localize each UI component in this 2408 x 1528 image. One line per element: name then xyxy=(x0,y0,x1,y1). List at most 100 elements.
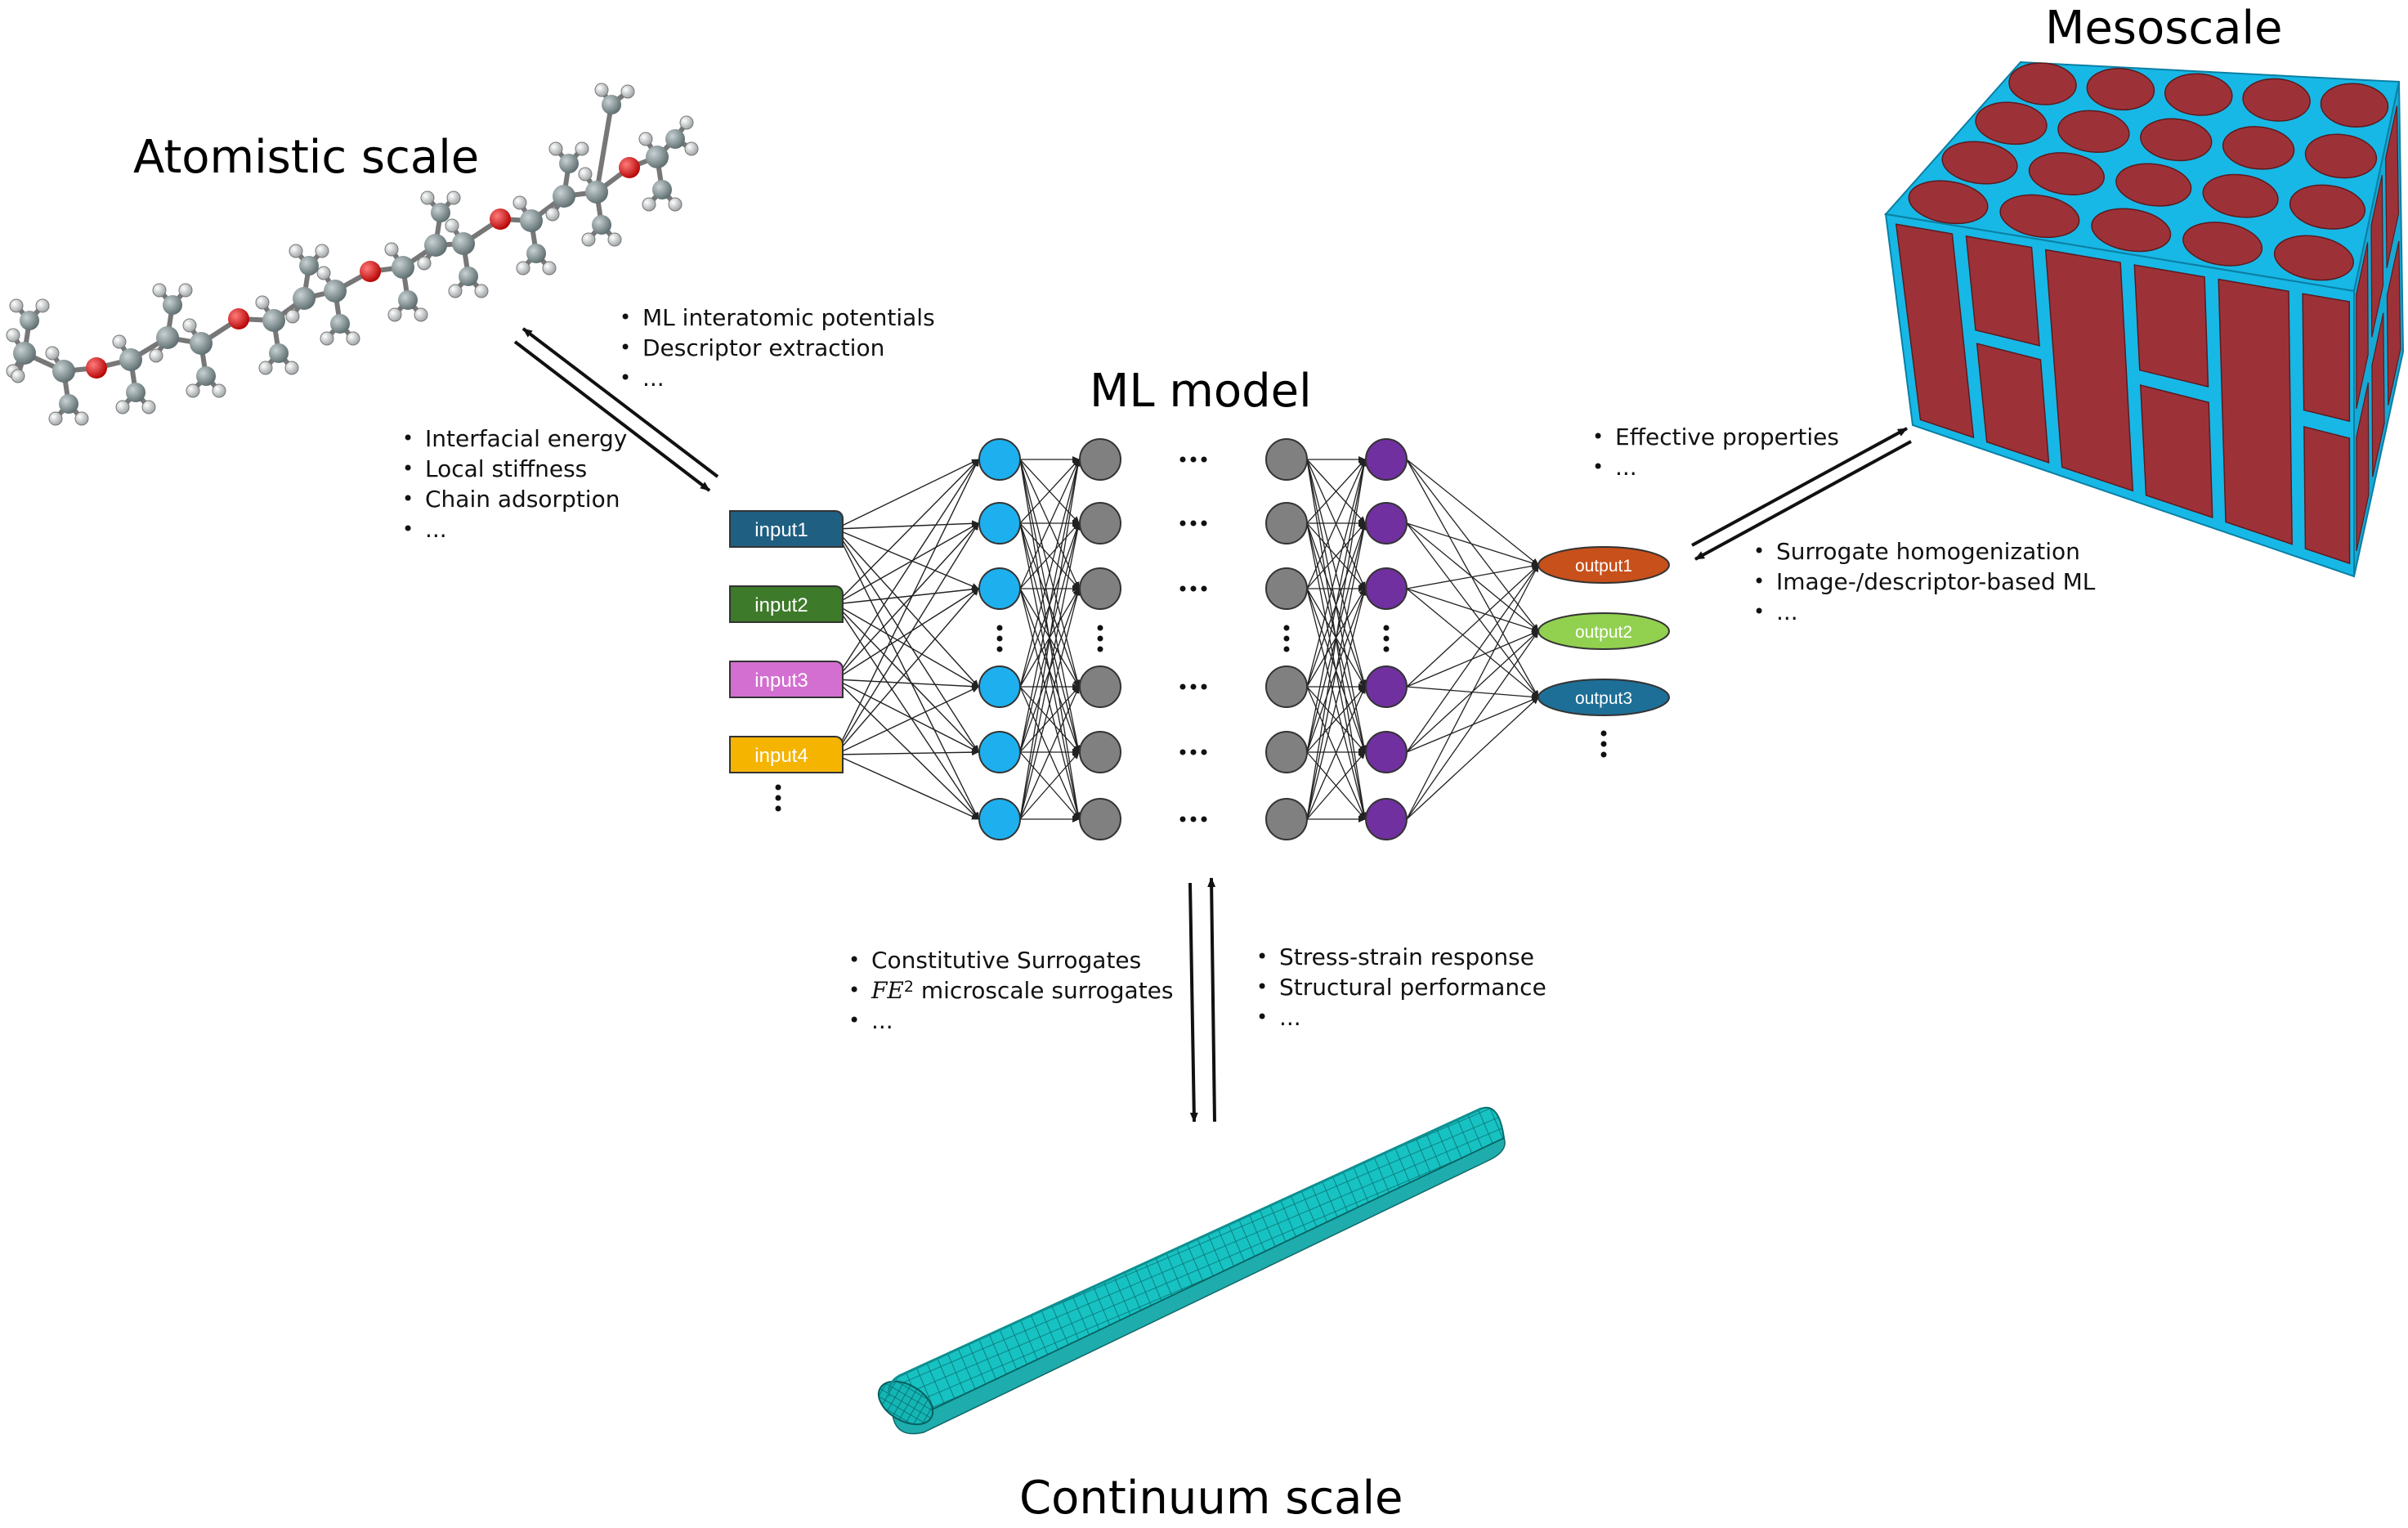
connection-edge xyxy=(835,459,979,530)
connection-edge xyxy=(1406,564,1539,688)
connection-edge xyxy=(835,459,979,755)
ml-to-continuum-list: Constitutive Surrogates FE2 microscale s… xyxy=(848,945,1174,1036)
neuron-node xyxy=(1265,502,1308,544)
neuron-node xyxy=(1365,798,1408,840)
ml-continuum-arrows xyxy=(1188,877,1216,1122)
neuron-node xyxy=(978,798,1021,840)
neuron-node xyxy=(1365,665,1408,708)
output1-label: output1 xyxy=(1575,557,1632,576)
list-item: Structural performance xyxy=(1256,972,1546,1002)
list-item: ... xyxy=(1592,452,1839,482)
neuron-node xyxy=(1265,798,1308,840)
connection-edge xyxy=(835,754,979,820)
ml-model-title: ML model xyxy=(1090,365,1312,418)
output3-label: output3 xyxy=(1575,689,1632,708)
ml-to-atomistic-list: ML interatomic potentials Descriptor ext… xyxy=(620,302,935,393)
connection-edge xyxy=(1306,588,1367,820)
mesoscale-cube-image xyxy=(1884,60,2405,578)
connection-edge xyxy=(1406,564,1539,753)
input4-box: input4 xyxy=(729,736,844,773)
fe-superscript: 2 xyxy=(903,978,914,996)
neuron-node xyxy=(1079,567,1121,610)
ml-to-meso-list: Surrogate homogenization Image-/descript… xyxy=(1753,536,2095,627)
neuron-node xyxy=(978,567,1021,610)
list-item: ML interatomic potentials xyxy=(620,302,935,333)
connection-edge xyxy=(835,588,979,680)
connection-edge xyxy=(1019,459,1080,524)
molecule-chain-image xyxy=(6,83,699,426)
input4-label: input4 xyxy=(754,745,808,767)
neuron-node xyxy=(1265,438,1308,481)
neuron-node xyxy=(978,731,1021,773)
neuron-node xyxy=(1365,502,1408,544)
connection-edge xyxy=(1406,588,1539,633)
meso-to-ml-list: Effective properties ... xyxy=(1592,422,1839,482)
output2-node xyxy=(1537,612,1670,650)
connection-edge xyxy=(1406,562,1539,589)
list-item: Stress-strain response xyxy=(1256,942,1546,972)
layer-vertical-ellipsis xyxy=(1383,625,1390,652)
connection-edge xyxy=(835,603,979,753)
connection-edge xyxy=(1306,459,1367,820)
continuum-to-ml-list: Stress-strain response Structural perfor… xyxy=(1256,942,1546,1033)
horizontal-ellipsis xyxy=(1179,683,1207,690)
output-nodes: output1 output2 output3 xyxy=(1537,546,1670,758)
horizontal-ellipsis xyxy=(1179,520,1207,527)
connection-edge xyxy=(1306,686,1366,753)
list-item: ... xyxy=(1753,597,2095,627)
input3-label: input3 xyxy=(754,670,808,692)
list-item: ... xyxy=(620,363,935,393)
connection-edge xyxy=(835,522,979,680)
neuron-node xyxy=(978,665,1021,708)
input2-label: input2 xyxy=(754,594,808,616)
connection-edge xyxy=(1406,588,1539,698)
connection-edge xyxy=(1306,459,1366,524)
connection-edge xyxy=(1306,459,1367,753)
neuron-node xyxy=(1079,438,1121,481)
connection-edge xyxy=(1306,459,1367,688)
fe-text: microscale surrogates xyxy=(913,977,1174,1004)
connection-edge xyxy=(1019,522,1080,589)
connection-edge xyxy=(835,528,979,820)
horizontal-ellipsis xyxy=(1179,749,1207,755)
layer-vertical-ellipsis xyxy=(1097,625,1103,652)
input2-box: input2 xyxy=(729,585,844,623)
list-item: ... xyxy=(1256,1002,1546,1033)
list-item: Constitutive Surrogates xyxy=(848,945,1174,975)
atomistic-ml-arrows xyxy=(513,327,719,492)
neuron-node xyxy=(1365,731,1408,773)
connection-edge xyxy=(835,522,979,755)
connection-edge xyxy=(835,603,979,688)
connection-edge xyxy=(1306,751,1366,820)
connection-edge xyxy=(835,522,979,605)
output-vertical-ellipsis xyxy=(1600,730,1607,758)
network-nodes xyxy=(978,438,1408,840)
connection-edge xyxy=(835,749,979,756)
connection-edge xyxy=(835,588,979,755)
connection-edge xyxy=(1406,459,1539,566)
input1-label: input1 xyxy=(754,519,808,541)
input3-box: input3 xyxy=(729,661,844,698)
connection-edge xyxy=(1306,522,1367,820)
fe-symbol: FE xyxy=(871,977,904,1004)
neuron-node xyxy=(1079,731,1121,773)
layer-vertical-ellipsis xyxy=(1283,625,1290,652)
connection-edge xyxy=(835,459,979,680)
connection-edge xyxy=(1019,459,1081,753)
connection-edge xyxy=(1306,459,1366,589)
atomistic-scale-title: Atomistic scale xyxy=(133,131,480,184)
list-item: Local stiffness xyxy=(402,454,627,484)
list-item: Surrogate homogenization xyxy=(1753,536,2095,567)
list-item: Chain adsorption xyxy=(402,484,627,514)
connection-edge xyxy=(835,585,979,605)
output1-node xyxy=(1537,546,1670,584)
connection-edge xyxy=(835,528,979,753)
connection-edge xyxy=(1406,459,1539,632)
connection-edge xyxy=(1306,686,1366,820)
connection-edge xyxy=(1406,630,1539,820)
neuron-node xyxy=(1265,567,1308,610)
connection-edge xyxy=(1019,686,1080,820)
connection-edge xyxy=(1019,686,1080,753)
